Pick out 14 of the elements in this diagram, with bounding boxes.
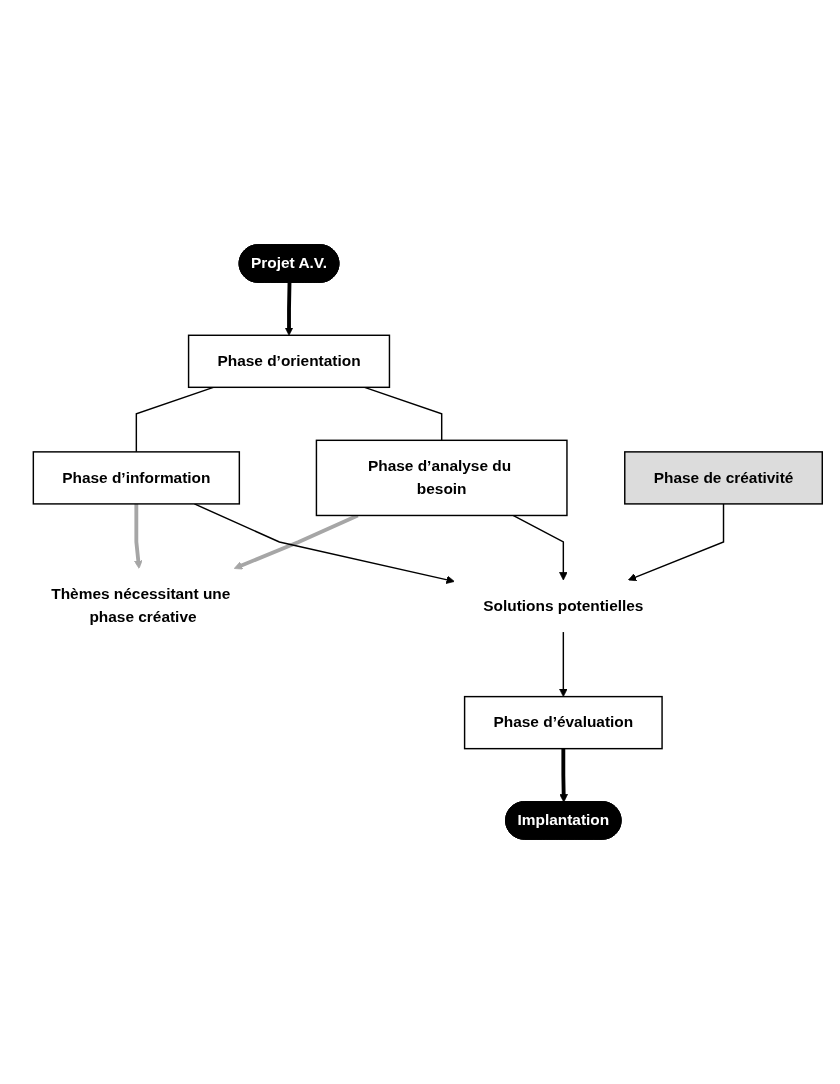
- node-box: Phase d’orientation: [187, 334, 391, 389]
- node-text: Thèmes nécessitant une phase créative: [51, 585, 231, 626]
- node-box: Phase de créativité: [624, 451, 823, 505]
- arrow: [193, 503, 455, 584]
- arrow: [628, 503, 725, 582]
- node-box: Phase d’information: [32, 451, 241, 505]
- arrow: [559, 748, 568, 803]
- arrow: [284, 282, 294, 336]
- arrow: [134, 503, 143, 569]
- node-box: Phase d’analyse du besoin: [315, 439, 568, 517]
- node-box: Phase d’évaluation: [463, 695, 663, 750]
- arrow: [512, 514, 568, 581]
- node-text: Solutions potentielles: [483, 597, 644, 614]
- arrow: [559, 631, 568, 698]
